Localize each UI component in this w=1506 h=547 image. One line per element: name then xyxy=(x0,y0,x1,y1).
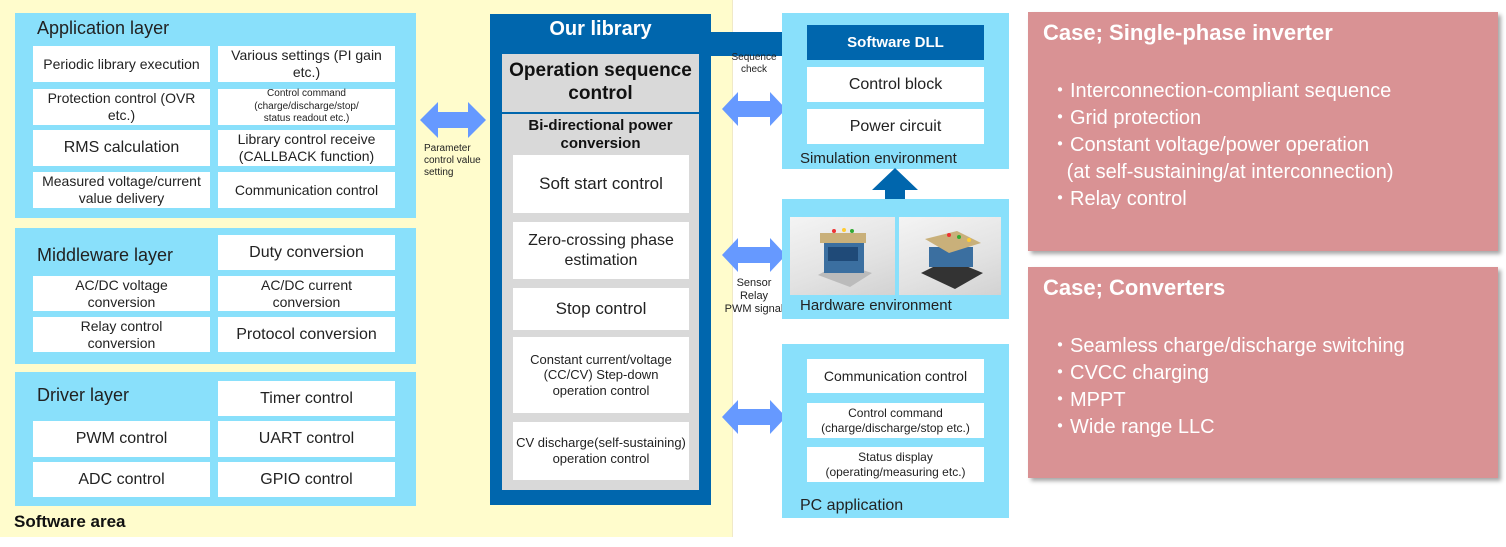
library-item: CV discharge(self-sustaining) operation … xyxy=(513,422,689,480)
driver-cell: UART control xyxy=(218,421,395,457)
signal-label: Sensor Relay PWM signal xyxy=(714,277,794,317)
driver-layer: Driver layer Timer control PWM control U… xyxy=(15,372,416,506)
driver-cell: PWM control xyxy=(33,421,210,457)
simulation-item: Control block xyxy=(807,67,984,102)
case-item: ・Wide range LLC xyxy=(1050,416,1215,438)
driver-cell: ADC control xyxy=(33,462,210,497)
middleware-cell: Duty conversion xyxy=(218,235,395,270)
app-cell: Measured voltage/current value delivery xyxy=(33,172,210,208)
application-layer-title: Application layer xyxy=(37,18,170,38)
pc-item: Communication control xyxy=(807,359,984,393)
sequence-check-label: Sequence check xyxy=(731,52,777,75)
app-cell: Communication control xyxy=(218,172,395,208)
up-arrow-icon xyxy=(872,168,918,216)
case-item: (at self-sustaining/at interconnection) xyxy=(1050,161,1394,183)
case-title: Case; Single-phase inverter xyxy=(1043,20,1333,45)
case-list: ・Interconnection-compliant sequence ・Gri… xyxy=(1050,78,1394,213)
app-cell: Library control receive (CALLBACK functi… xyxy=(218,130,395,166)
middleware-cell: Relay control conversion xyxy=(33,317,210,352)
simulation-environment: Software DLL Control block Power circuit… xyxy=(782,13,1009,169)
bidirectional-arrow-icon xyxy=(420,102,486,138)
case-item: ・MPPT xyxy=(1050,389,1126,411)
bidirectional-arrow-icon xyxy=(722,238,786,272)
bidirectional-arrow-icon xyxy=(722,92,786,126)
driver-cell: Timer control xyxy=(218,381,395,416)
pc-item: Control command (charge/discharge/stop e… xyxy=(807,403,984,438)
app-cell: Periodic library execution xyxy=(33,46,210,82)
software-dll: Software DLL xyxy=(807,25,984,60)
hardware-label: Hardware environment xyxy=(800,297,952,314)
case-item: ・Relay control xyxy=(1050,188,1187,210)
app-cell: Control command (charge/discharge/stop/ … xyxy=(218,88,395,125)
case-single-phase-inverter: Case; Single-phase inverter ・Interconnec… xyxy=(1028,12,1498,251)
case-item: ・Seamless charge/discharge switching xyxy=(1050,335,1405,357)
app-cell: RMS calculation xyxy=(33,130,210,166)
library-item: Stop control xyxy=(513,288,689,330)
case-item: ・Grid protection xyxy=(1050,107,1202,129)
application-layer: Application layer Periodic library execu… xyxy=(15,13,416,218)
pc-item: Status display (operating/measuring etc.… xyxy=(807,447,984,482)
case-item: ・Interconnection-compliant sequence xyxy=(1050,80,1392,102)
signal-relay: Relay xyxy=(739,290,769,303)
middleware-cell: AC/DC current conversion xyxy=(218,276,395,311)
driver-cell: GPIO control xyxy=(218,462,395,497)
case-item: ・Constant voltage/power operation xyxy=(1050,134,1370,156)
case-list: ・Seamless charge/discharge switching ・CV… xyxy=(1050,333,1405,441)
middleware-cell: AC/DC voltage conversion xyxy=(33,276,210,311)
app-cell: Protection control (OVR etc.) xyxy=(33,89,210,125)
signal-pwm: PWM signal xyxy=(724,303,784,316)
middleware-layer-title: Middleware layer xyxy=(37,245,174,265)
parameter-arrow-label: Parameter control value setting xyxy=(424,143,481,178)
pc-application: Communication control Control command (c… xyxy=(782,344,1009,518)
library-item: Zero-crossing phase estimation xyxy=(513,222,689,279)
case-item: ・CVCC charging xyxy=(1050,362,1209,384)
driver-layer-title: Driver layer xyxy=(37,385,130,405)
bidirectional-title: Bi-directional power conversion xyxy=(528,117,673,152)
signal-sensor: Sensor xyxy=(736,277,772,289)
library-item: Soft start control xyxy=(513,155,689,213)
library-title: Our library xyxy=(549,18,652,40)
hardware-environment: Hardware environment xyxy=(782,199,1009,319)
case-title: Case; Converters xyxy=(1043,275,1226,300)
library-item: Constant current/voltage (CC/CV) Step-do… xyxy=(513,337,689,413)
software-area-label: Software area xyxy=(14,512,126,531)
pc-label: PC application xyxy=(800,497,904,514)
bidirectional-power-conversion: Bi-directional power conversion Soft sta… xyxy=(502,114,699,490)
middleware-cell: Protocol conversion xyxy=(218,317,395,352)
app-cell: Various settings (PI gain etc.) xyxy=(218,46,395,82)
simulation-item: Power circuit xyxy=(807,109,984,144)
inverter-board-photo xyxy=(790,217,895,295)
simulation-label: Simulation environment xyxy=(800,150,957,167)
middleware-layer: Middleware layer Duty conversion AC/DC v… xyxy=(15,228,416,364)
bidirectional-arrow-icon xyxy=(722,400,786,434)
operation-sequence-control: Operation sequence control xyxy=(502,54,699,112)
case-converters: Case; Converters ・Seamless charge/discha… xyxy=(1028,267,1498,478)
our-library: Our library Operation sequence control B… xyxy=(490,14,711,505)
converter-board-photo xyxy=(899,217,1001,295)
